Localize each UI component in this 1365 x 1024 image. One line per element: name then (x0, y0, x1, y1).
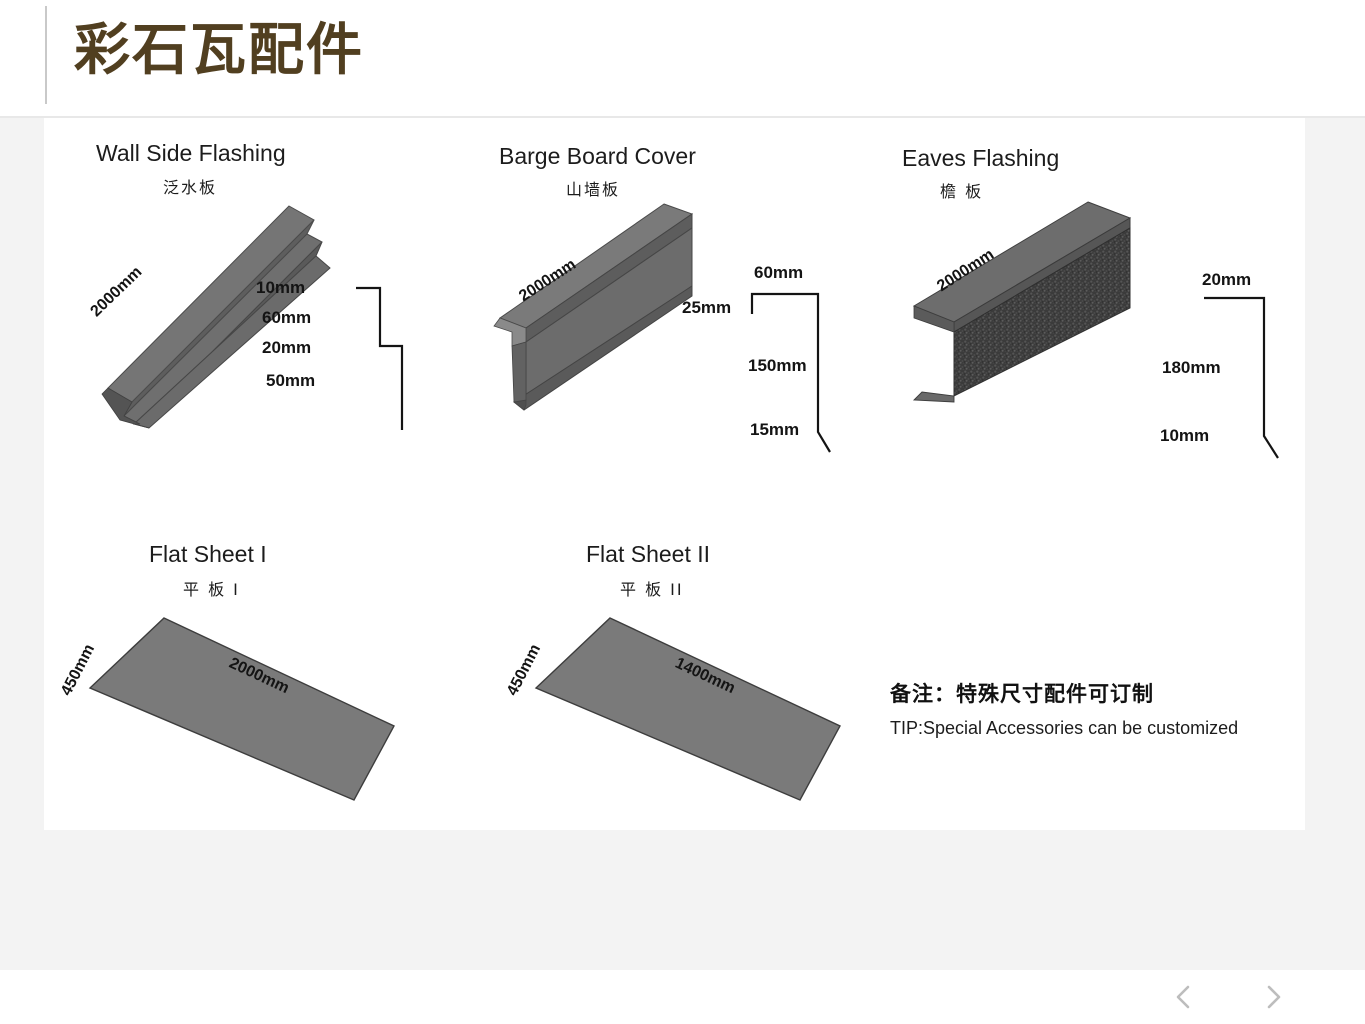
dimension-4: 15mm (750, 420, 800, 439)
next-page-button[interactable] (1256, 980, 1290, 1014)
dimension-1: 20mm (1202, 270, 1252, 289)
product-title-cn: 平 板 I (183, 580, 240, 599)
page-header: 彩石瓦配件 (0, 0, 1365, 118)
barge-board-cover-profile-diagram (750, 292, 831, 453)
product-title-cn: 山墙板 (566, 180, 621, 199)
product-title-cn: 平 板 II (620, 580, 684, 599)
slide-content-panel: Wall Side Flashing 泛水板 2000mm (44, 118, 1305, 830)
dimension-1: 60mm (754, 263, 804, 282)
dimension-2: 25mm (682, 298, 732, 317)
flat-sheet-2-illustration (534, 617, 841, 801)
product-title-cn: 泛水板 (163, 178, 218, 197)
product-wall-side-flashing: Wall Side Flashing 泛水板 2000mm (44, 118, 464, 478)
page-footer (0, 970, 1365, 1024)
eaves-flashing-illustration (912, 201, 1132, 403)
product-title-en: Wall Side Flashing (96, 140, 286, 166)
product-eaves-flashing: Eaves Flashing 檐 板 (862, 118, 1302, 478)
wall-side-flashing-profile-diagram (356, 286, 404, 430)
note-chinese: 备注：特殊尺寸配件可订制 (890, 682, 1154, 706)
product-title-en: Barge Board Cover (499, 143, 696, 169)
product-title-en: Flat Sheet II (586, 541, 711, 567)
dimension-2: 180mm (1162, 358, 1221, 377)
note-english: TIP:Special Accessories can be customize… (890, 718, 1239, 738)
dimension-3: 20mm (262, 338, 312, 357)
chevron-left-icon (1176, 985, 1190, 1009)
product-flat-sheet-1: Flat Sheet I 平 板 I 450mm 2000mm (44, 518, 444, 818)
barge-board-cover-illustration (493, 203, 694, 411)
wall-side-flashing-illustration (101, 205, 331, 429)
eaves-flashing-profile-diagram (1204, 296, 1279, 459)
product-flat-sheet-2: Flat Sheet II 平 板 II 450mm 1400mm (474, 518, 874, 818)
dimension-4: 50mm (266, 371, 316, 390)
flat-sheet-1-illustration (88, 617, 395, 801)
title-accent-bar (45, 6, 47, 104)
dimension-1: 10mm (256, 278, 306, 297)
product-title-en: Eaves Flashing (902, 145, 1060, 171)
dimension-3: 150mm (748, 356, 807, 375)
dimension-3: 10mm (1160, 426, 1210, 445)
page-title: 彩石瓦配件 (74, 18, 364, 83)
dimension-2: 60mm (262, 308, 312, 327)
prev-page-button[interactable] (1167, 980, 1201, 1014)
product-title-en: Flat Sheet I (149, 541, 267, 567)
product-title-cn: 檐 板 (940, 182, 984, 201)
product-barge-board-cover: Barge Board Cover 山墙板 2000mm (454, 118, 874, 478)
chevron-right-icon (1267, 985, 1281, 1009)
header-divider (0, 116, 1365, 118)
